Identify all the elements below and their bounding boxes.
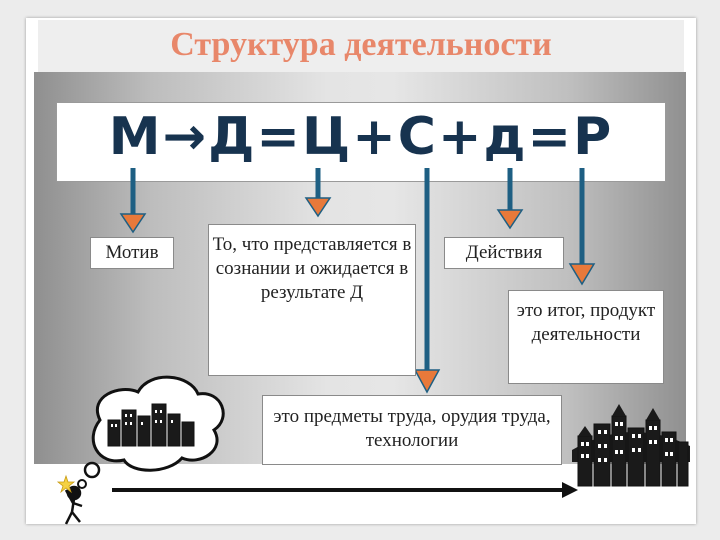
title-bar: Структура деятельности bbox=[38, 20, 684, 72]
sparkle-icon bbox=[56, 474, 76, 494]
means-box: это предметы труда, орудия труда, технол… bbox=[262, 395, 562, 465]
arrow-means bbox=[413, 168, 441, 394]
goal-box: То, что представляется в сознании и ожид… bbox=[208, 224, 416, 376]
actions-box: Действия bbox=[444, 237, 564, 269]
arrow-result bbox=[568, 168, 596, 286]
city-icon bbox=[572, 404, 690, 487]
arrow-actions bbox=[496, 168, 524, 230]
result-box: это итог, продукт деятельности bbox=[508, 290, 664, 384]
formula-box: М→Д=Ц+С+д=Р bbox=[56, 102, 666, 182]
thought-cloud-icon bbox=[77, 375, 225, 489]
timeline-arrow bbox=[112, 482, 578, 498]
formula-text: М→Д=Ц+С+д=Р bbox=[108, 107, 614, 167]
arrow-goal bbox=[304, 168, 332, 218]
person-icon bbox=[64, 485, 83, 525]
motive-box: Мотив bbox=[90, 237, 174, 269]
arrow-motive bbox=[119, 168, 147, 234]
slide-title: Структура деятельности bbox=[170, 26, 552, 63]
